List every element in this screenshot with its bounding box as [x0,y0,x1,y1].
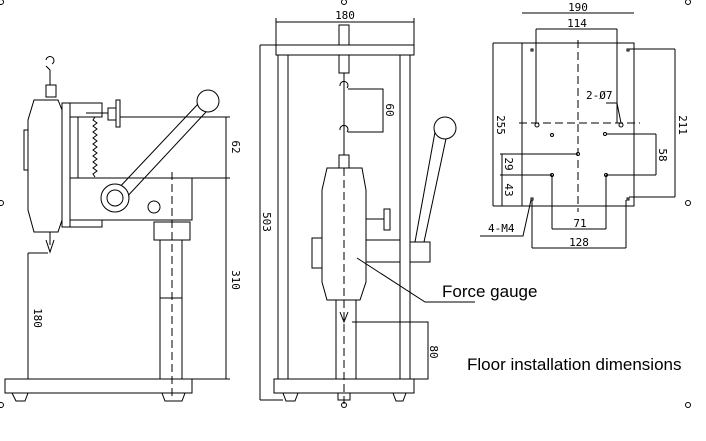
side-view [4,56,230,402]
floor-plan [480,12,676,249]
front-view [259,18,475,405]
dim-plan-inner-width: 114 [567,17,587,30]
dim-front-total-height: 503 [260,212,273,232]
dim-plan-128: 128 [569,236,589,249]
floor-installation-label: Floor installation dimensions [467,355,682,374]
dim-plan-71: 71 [573,217,586,230]
dim-side-height: 310 [229,270,242,290]
dim-front-bottom: 80 [427,345,440,358]
dim-plan-58: 58 [656,148,669,161]
dim-plan-depth: 255 [494,115,507,135]
hole-callout: 2-Ø7 [586,89,613,102]
dim-plan-outer-width: 190 [568,1,588,14]
thread-callout: 4-M4 [488,222,515,235]
dim-side-stroke: 62 [229,140,242,153]
dim-plan-43: 43 [502,183,515,196]
dim-plan-hole-span: 211 [676,115,689,135]
dim-front-hook-gap: 60 [383,103,396,116]
dim-side-gauge-height: 180 [31,308,44,328]
dim-front-width: 180 [335,9,355,22]
force-gauge-label: Force gauge [442,282,537,301]
dim-plan-29: 29 [502,157,515,170]
